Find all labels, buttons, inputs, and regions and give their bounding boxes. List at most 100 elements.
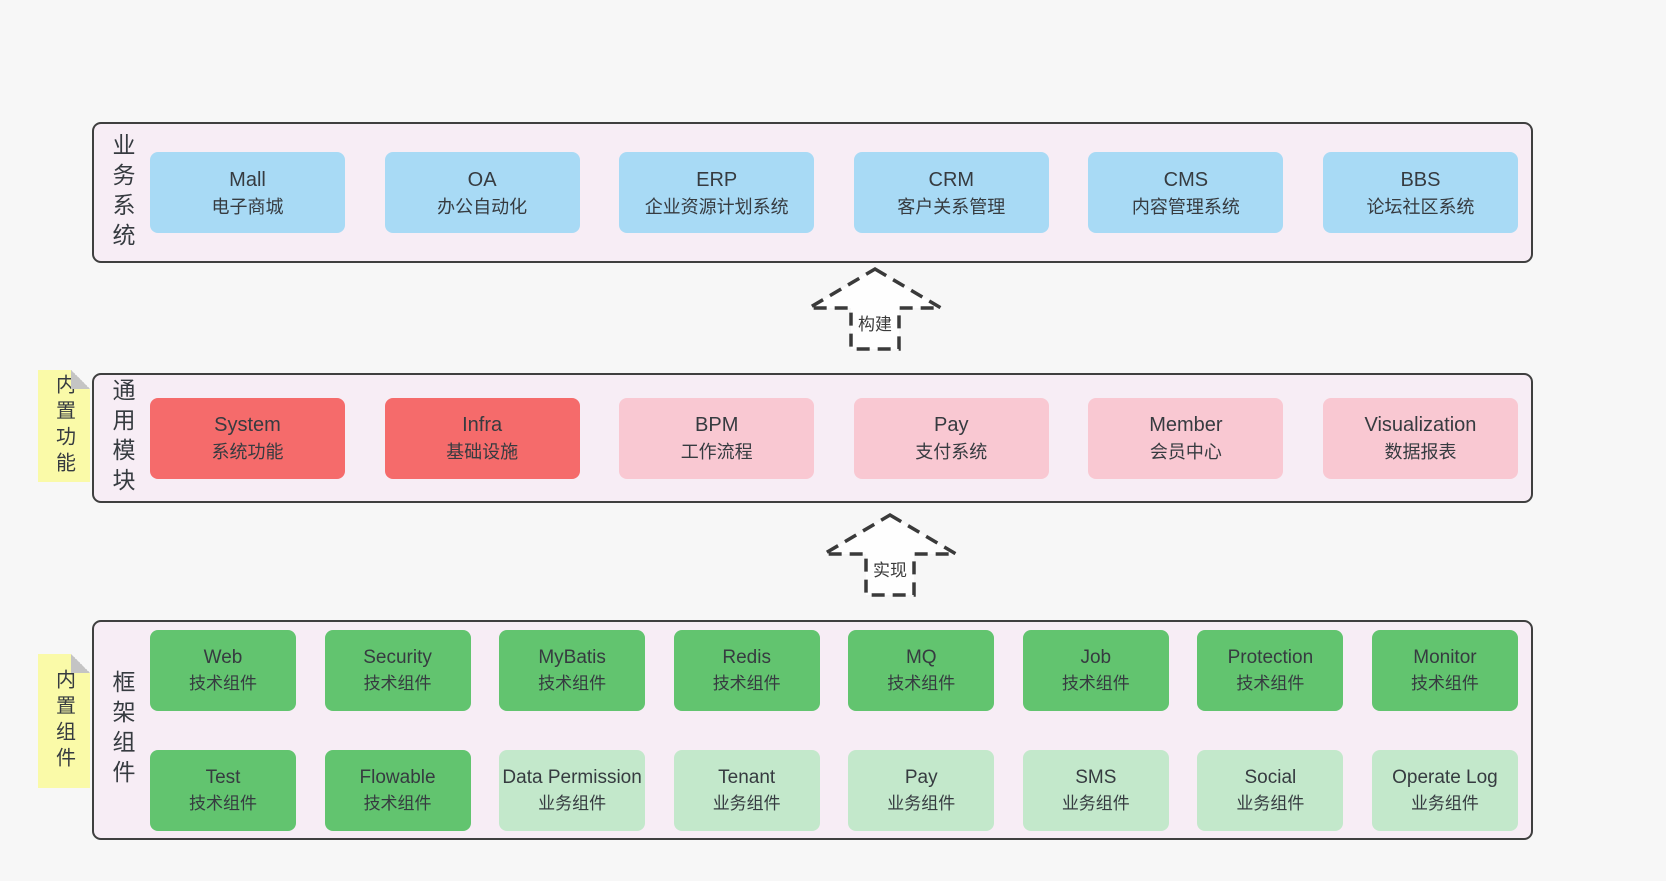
box-title: BPM xyxy=(695,414,739,436)
panel-business-systems: 业务系统 Mall 电子商城 OA 办公自动化 ERP 企业资源计划系统 CRM… xyxy=(92,122,1533,263)
box-title: Visualization xyxy=(1364,414,1477,436)
box-subtitle: 业务组件 xyxy=(1236,793,1305,813)
box-title: Pay xyxy=(904,766,938,788)
box-title: Infra xyxy=(462,414,503,436)
box-subtitle: 数据报表 xyxy=(1384,442,1457,462)
box-mybatis: MyBatis 技术组件 xyxy=(499,629,646,711)
box-title: Protection xyxy=(1227,646,1314,668)
box-pay: Pay 支付系统 xyxy=(853,397,1049,479)
box-job: Job 技术组件 xyxy=(1022,629,1169,711)
box-subtitle: 基础设施 xyxy=(446,442,519,462)
box-title: Monitor xyxy=(1413,646,1477,668)
box-subtitle: 技术组件 xyxy=(1236,673,1305,693)
up-arrow-shape xyxy=(820,512,960,597)
box-bbs: BBS 论坛社区系统 xyxy=(1322,152,1518,233)
box-title: SMS xyxy=(1075,766,1117,788)
box-web: Web 技术组件 xyxy=(150,629,296,711)
box-tenant: Tenant 业务组件 xyxy=(673,749,820,831)
box-title: CRM xyxy=(928,168,975,191)
box-subtitle: 业务组件 xyxy=(712,793,781,813)
box-subtitle: 技术组件 xyxy=(189,793,257,813)
arrow-build-label: 构建 xyxy=(858,315,892,334)
box-title: Flowable xyxy=(359,766,436,788)
box-subtitle: 技术组件 xyxy=(538,673,607,693)
box-data-permission: Data Permission 业务组件 xyxy=(499,749,646,831)
box-subtitle: 支付系统 xyxy=(915,442,988,462)
box-protection: Protection 技术组件 xyxy=(1197,629,1344,711)
module-boxes: System 系统功能 Infra 基础设施 BPM 工作流程 Pay 支付系统… xyxy=(150,375,1531,501)
box-system: System 系统功能 xyxy=(150,397,345,479)
box-title: System xyxy=(214,414,281,436)
panel-common-modules: 通用模块 System 系统功能 Infra 基础设施 BPM 工作流程 Pay… xyxy=(92,373,1533,503)
box-mall: Mall 电子商城 xyxy=(150,152,345,233)
box-subtitle: 客户关系管理 xyxy=(897,196,1006,217)
box-subtitle: 内容管理系统 xyxy=(1131,196,1240,217)
box-subtitle: 技术组件 xyxy=(363,673,432,693)
component-boxes-top: Web 技术组件 Security 技术组件 MyBatis 技术组件 Redi… xyxy=(150,622,1531,718)
box-erp: ERP 企业资源计划系统 xyxy=(619,152,815,233)
box-subtitle: 会员中心 xyxy=(1149,442,1222,462)
sticky-note-builtin-functions: 内置功能 xyxy=(38,370,90,482)
panel-components-label: 框架组件 xyxy=(109,670,135,790)
box-operate-log: Operate Log 业务组件 xyxy=(1371,749,1518,831)
box-subtitle: 业务组件 xyxy=(1410,793,1479,813)
box-subtitle: 工作流程 xyxy=(680,442,753,462)
box-subtitle: 系统功能 xyxy=(211,442,284,462)
box-title: Tenant xyxy=(718,766,776,788)
box-subtitle: 技术组件 xyxy=(189,673,257,693)
box-infra: Infra 基础设施 xyxy=(384,397,580,479)
box-cms: CMS 内容管理系统 xyxy=(1088,152,1284,233)
box-redis: Redis 技术组件 xyxy=(673,629,820,711)
component-rows: Web 技术组件 Security 技术组件 MyBatis 技术组件 Redi… xyxy=(150,622,1531,838)
box-title: MQ xyxy=(905,646,937,668)
box-subtitle: 技术组件 xyxy=(712,673,781,693)
box-subtitle: 业务组件 xyxy=(1061,793,1130,813)
box-title: OA xyxy=(467,168,497,191)
folded-corner-icon xyxy=(71,370,90,389)
box-title: Job xyxy=(1080,646,1112,668)
box-title: CMS xyxy=(1163,168,1209,191)
box-subtitle: 技术组件 xyxy=(1061,673,1130,693)
box-subtitle: 论坛社区系统 xyxy=(1366,196,1475,217)
box-title: Data Permission xyxy=(502,766,642,788)
box-title: Test xyxy=(205,766,241,788)
box-title: Operate Log xyxy=(1392,766,1498,788)
panel-modules-label: 通用模块 xyxy=(109,378,135,498)
up-arrow-shape xyxy=(805,266,945,351)
box-title: Pay xyxy=(934,414,969,436)
panel-business-label: 业务系统 xyxy=(109,132,135,253)
box-visualization: Visualization 数据报表 xyxy=(1322,397,1518,479)
box-oa: OA 办公自动化 xyxy=(384,152,580,233)
box-subtitle: 技术组件 xyxy=(363,793,432,813)
box-title: Mall xyxy=(229,168,266,191)
box-title: ERP xyxy=(696,168,738,191)
sticky-note-text: 内置组件 xyxy=(52,669,75,773)
sticky-note-text: 内置功能 xyxy=(52,374,75,478)
box-social: Social 业务组件 xyxy=(1197,749,1344,831)
box-flowable: Flowable 技术组件 xyxy=(324,749,471,831)
box-title: Security xyxy=(363,646,432,668)
box-title: BBS xyxy=(1400,168,1441,191)
arrow-implement-label: 实现 xyxy=(873,561,907,580)
box-pay-component: Pay 业务组件 xyxy=(848,749,995,831)
box-sms: SMS 业务组件 xyxy=(1022,749,1169,831)
panel-framework-components: 框架组件 Web 技术组件 Security 技术组件 MyBatis 技术组件… xyxy=(92,620,1533,840)
box-subtitle: 企业资源计划系统 xyxy=(644,196,789,217)
up-arrow-implement: 实现 xyxy=(820,512,960,598)
box-security: Security 技术组件 xyxy=(324,629,471,711)
box-bpm: BPM 工作流程 xyxy=(619,397,815,479)
box-monitor: Monitor 技术组件 xyxy=(1371,629,1518,711)
box-member: Member 会员中心 xyxy=(1088,397,1284,479)
box-test: Test 技术组件 xyxy=(150,749,296,831)
up-arrow-build: 构建 xyxy=(805,266,945,352)
box-subtitle: 办公自动化 xyxy=(437,196,528,217)
box-title: MyBatis xyxy=(538,646,606,668)
box-title: Social xyxy=(1244,766,1297,788)
box-subtitle: 电子商城 xyxy=(211,196,284,217)
business-boxes: Mall 电子商城 OA 办公自动化 ERP 企业资源计划系统 CRM 客户关系… xyxy=(150,124,1531,261)
sticky-note-builtin-components: 内置组件 xyxy=(38,654,90,788)
box-mq: MQ 技术组件 xyxy=(848,629,995,711)
box-subtitle: 技术组件 xyxy=(887,673,956,693)
box-crm: CRM 客户关系管理 xyxy=(853,152,1049,233)
